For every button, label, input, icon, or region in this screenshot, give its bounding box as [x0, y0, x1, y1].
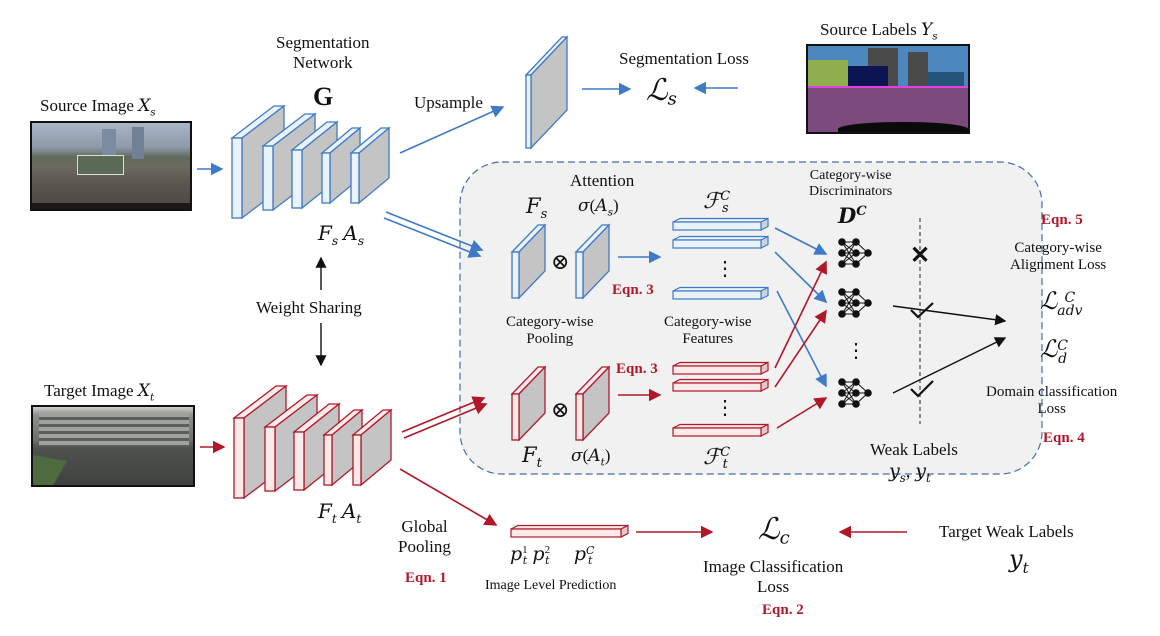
source-labels-title: Source Labels Ys — [820, 20, 938, 43]
discriminator-network-icon — [838, 378, 872, 408]
target-features-label: Ft At — [318, 499, 362, 526]
eqn-3-ref-source: Eqn. 3 — [612, 282, 654, 298]
target-weak-labels-title: Target Weak Labels — [939, 522, 1074, 541]
module-blocks — [510, 217, 769, 538]
arrow-d2-to-loss — [892, 305, 1007, 326]
ft-block — [510, 365, 547, 442]
sigma-at-label: σ(At) — [571, 446, 611, 469]
arrow-target-to-module-b — [403, 402, 488, 439]
discriminator-symbol: DC — [838, 203, 867, 228]
arrow-source-to-module-a — [385, 211, 484, 252]
eqn-1-ref: Eqn. 1 — [405, 570, 447, 586]
target-image-photo — [31, 405, 195, 487]
upsample-output-layer — [524, 35, 569, 150]
attention-source-block — [574, 223, 611, 300]
attention-label: Attention — [570, 171, 635, 190]
arrow-source-to-module-b — [383, 217, 482, 258]
discriminator-network-icon — [838, 238, 872, 268]
fs-label: Fs — [526, 194, 548, 223]
target-category-feature-bar — [672, 423, 769, 437]
source-category-feature-bar — [672, 235, 769, 249]
target-image-label: Target Image Xt — [44, 381, 155, 404]
source-labels-photo — [806, 44, 970, 134]
arrow-ft1-to-d1 — [774, 260, 827, 369]
arrow-ftc-to-dc — [776, 397, 828, 429]
source-category-feature-bar — [672, 286, 769, 300]
cross-mark-icon: ✕ — [910, 243, 931, 269]
feature-layer — [349, 126, 391, 205]
weak-labels-title: Weak Labels — [870, 440, 958, 459]
otimes-source: ⊗ — [551, 249, 570, 274]
fs-t-pool-label: Ft — [522, 443, 542, 472]
fs-block — [510, 223, 547, 300]
arrow-fs1-to-d1 — [774, 227, 828, 255]
target-segmentation-network — [232, 384, 393, 500]
upsample-label: Upsample — [414, 93, 483, 112]
arrow-ft2-to-d2 — [774, 309, 827, 388]
eqn-5-ref: Eqn. 5 — [1041, 212, 1083, 228]
sigma-as-label: σ(As) — [578, 196, 619, 219]
upsample-layer — [524, 35, 569, 150]
vdots-target-features: ⋮ — [715, 397, 735, 419]
source-category-feature-bar — [672, 217, 769, 231]
vdots-discriminators: ⋮ — [846, 340, 866, 362]
arrow-fs2-to-d2 — [774, 251, 828, 304]
arrow-fsc-to-dc — [776, 290, 827, 388]
feature-layer — [351, 408, 393, 487]
arrow-target-to-module-a — [401, 396, 486, 433]
image-level-prediction-bar — [510, 524, 629, 538]
attention-target-block — [574, 365, 611, 442]
eqn-2-ref: Eqn. 2 — [762, 602, 804, 618]
classification-loss-symbol: ℒc — [758, 512, 790, 549]
target-category-feature-bar — [672, 378, 769, 392]
arrow-dc-to-loss — [892, 337, 1007, 394]
arrow-global-pooling — [399, 468, 498, 526]
segmentation-loss-label: Segmentation Loss — [619, 49, 749, 68]
weight-sharing-label: Weight Sharing — [256, 298, 362, 317]
weak-labels-symbols: ys, yt — [889, 460, 931, 485]
vdots-source-features: ⋮ — [715, 258, 735, 280]
source-image-label: Source Image Xs — [40, 96, 156, 119]
check-mark-icon — [910, 380, 934, 398]
source-features-label: Fs As — [318, 221, 365, 248]
source-segmentation-network — [230, 104, 391, 220]
network-symbol-g: G — [313, 82, 334, 111]
check-mark-icon — [910, 302, 934, 319]
eqn-4-ref: Eqn. 4 — [1043, 430, 1085, 446]
discriminator-network-icon — [838, 288, 872, 318]
feature-layer — [290, 120, 339, 210]
arrow-upsample — [399, 105, 505, 154]
target-weak-labels-symbol: yt — [1009, 545, 1029, 577]
eqn-3-ref-target: Eqn. 3 — [616, 361, 658, 377]
image-level-prediction-label: Image Level Prediction — [485, 578, 617, 593]
segmentation-loss-symbol: ℒs — [646, 73, 677, 110]
otimes-target: ⊗ — [551, 397, 570, 422]
source-image-photo — [30, 121, 192, 211]
target-category-feature-bar — [672, 361, 769, 375]
